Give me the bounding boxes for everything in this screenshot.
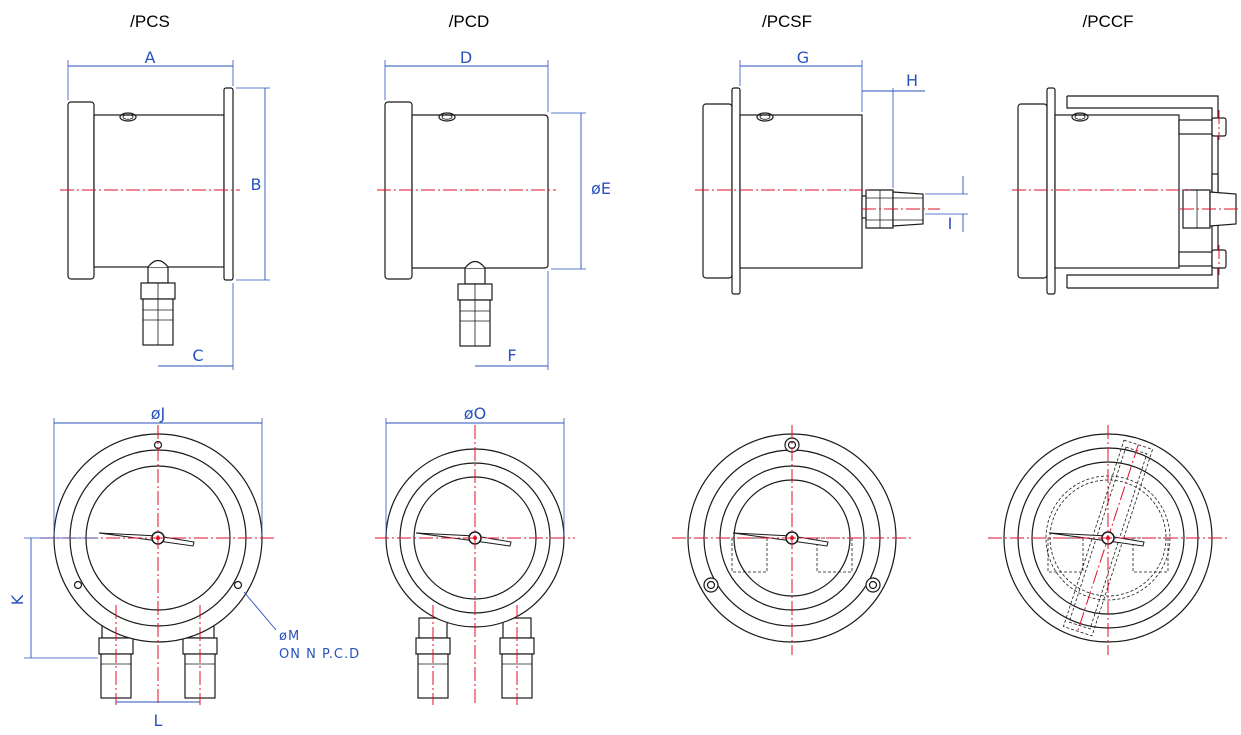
pcd-front-view: øO <box>375 404 575 705</box>
dim-i-label: I <box>948 214 953 233</box>
dim-c-label: C <box>192 346 203 365</box>
dim-d-label: D <box>460 48 472 67</box>
dim-e-label: øE <box>591 179 611 198</box>
dim-h-label: H <box>906 71 918 90</box>
dim-j-label: øJ <box>151 404 166 423</box>
title-pcsf: /PCSF <box>762 12 812 31</box>
pccf-side-view <box>1012 87 1241 295</box>
title-pcs: /PCS <box>130 12 170 31</box>
dim-n-pcd-label: ON N P.C.D <box>279 647 360 662</box>
dim-m-label: øM <box>279 629 300 644</box>
pcs-front-view: øJ K L øM ON N P.C.D <box>8 404 360 730</box>
dim-b-label: B <box>251 175 262 194</box>
pcsf-front-view <box>672 425 912 655</box>
dim-a-label: A <box>145 48 156 67</box>
title-pcd: /PCD <box>449 12 490 31</box>
pcs-side-view: A B C <box>60 48 270 370</box>
dim-g-label: G <box>797 48 809 67</box>
pcd-side-view: D øE F <box>377 48 611 370</box>
title-pccf: /PCCF <box>1083 12 1134 31</box>
dim-o-label: øO <box>464 404 486 423</box>
pccf-front-view <box>988 425 1228 655</box>
dim-f-label: F <box>507 346 516 365</box>
pcsf-side-view: G H I <box>695 48 968 295</box>
dim-l-label: L <box>154 711 163 730</box>
dim-k-label: K <box>8 594 27 605</box>
